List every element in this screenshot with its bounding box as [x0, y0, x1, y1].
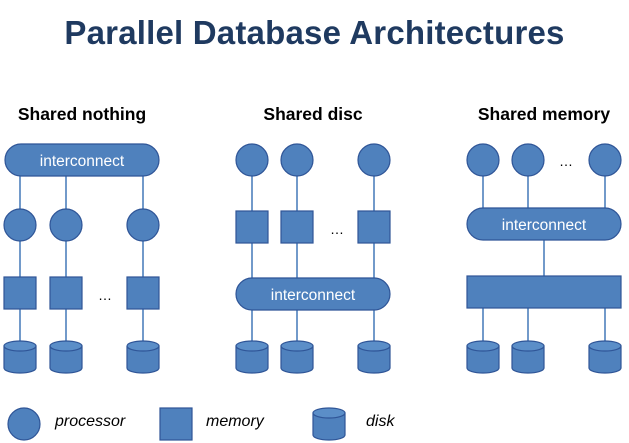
- disk-icon: [126, 340, 160, 374]
- shared-disc-title: Shared disc: [263, 104, 363, 124]
- disk-icon: [466, 340, 500, 374]
- memory-icon: [357, 210, 391, 244]
- processor-icon: [280, 143, 314, 177]
- legend-processor-label: processor: [55, 413, 126, 430]
- shared-memory-interconnect-label: interconnect: [502, 217, 587, 234]
- processor-icon: [3, 208, 37, 242]
- shared-nothing-ellipsis: …: [98, 287, 112, 303]
- page-title: Parallel Database Architectures: [64, 14, 565, 51]
- shared-nothing-title: Shared nothing: [17, 104, 147, 124]
- shared-memory-interconnect: [466, 207, 622, 241]
- processor-icon: [235, 143, 269, 177]
- shared-memory-title: Shared memory: [477, 104, 611, 124]
- processor-icon: [466, 143, 500, 177]
- disk-cylinder-icon: [312, 407, 346, 441]
- memory-icon: [49, 276, 83, 310]
- memory-icon: [3, 276, 37, 310]
- shared-disc-interconnect-label: interconnect: [271, 287, 356, 304]
- memory-square-icon: [159, 407, 193, 441]
- shared-nothing-diagram: interconnect …: [3, 143, 160, 374]
- disk-icon: [3, 340, 37, 374]
- disk-icon: [357, 340, 391, 374]
- legend-disk-label: disk: [366, 413, 395, 430]
- disk-icon: [511, 340, 545, 374]
- disk-icon: [49, 340, 83, 374]
- shared-disc-interconnect: [235, 277, 391, 311]
- shared-memory-diagram: … interconnect: [466, 143, 622, 374]
- shared-disc-ellipsis: …: [330, 221, 344, 237]
- memory-icon: [235, 210, 269, 244]
- legend-memory-label: memory: [206, 413, 264, 430]
- disk-icon: [588, 340, 622, 374]
- memory-icon: [280, 210, 314, 244]
- shared-disc-diagram: … interconnect: [235, 143, 391, 374]
- memory-icon: [126, 276, 160, 310]
- shared-memory-ellipsis: …: [559, 153, 573, 169]
- shared-memory-block: [466, 275, 622, 309]
- disk-icon: [235, 340, 269, 374]
- processor-icon: [126, 208, 160, 242]
- processor-icon: [511, 143, 545, 177]
- processor-circle-icon: [7, 407, 41, 441]
- shared-nothing-interconnect: [4, 143, 160, 177]
- processor-icon: [357, 143, 391, 177]
- processor-icon: [588, 143, 622, 177]
- processor-icon: [49, 208, 83, 242]
- disk-icon: [280, 340, 314, 374]
- shared-nothing-interconnect-label: interconnect: [40, 153, 125, 170]
